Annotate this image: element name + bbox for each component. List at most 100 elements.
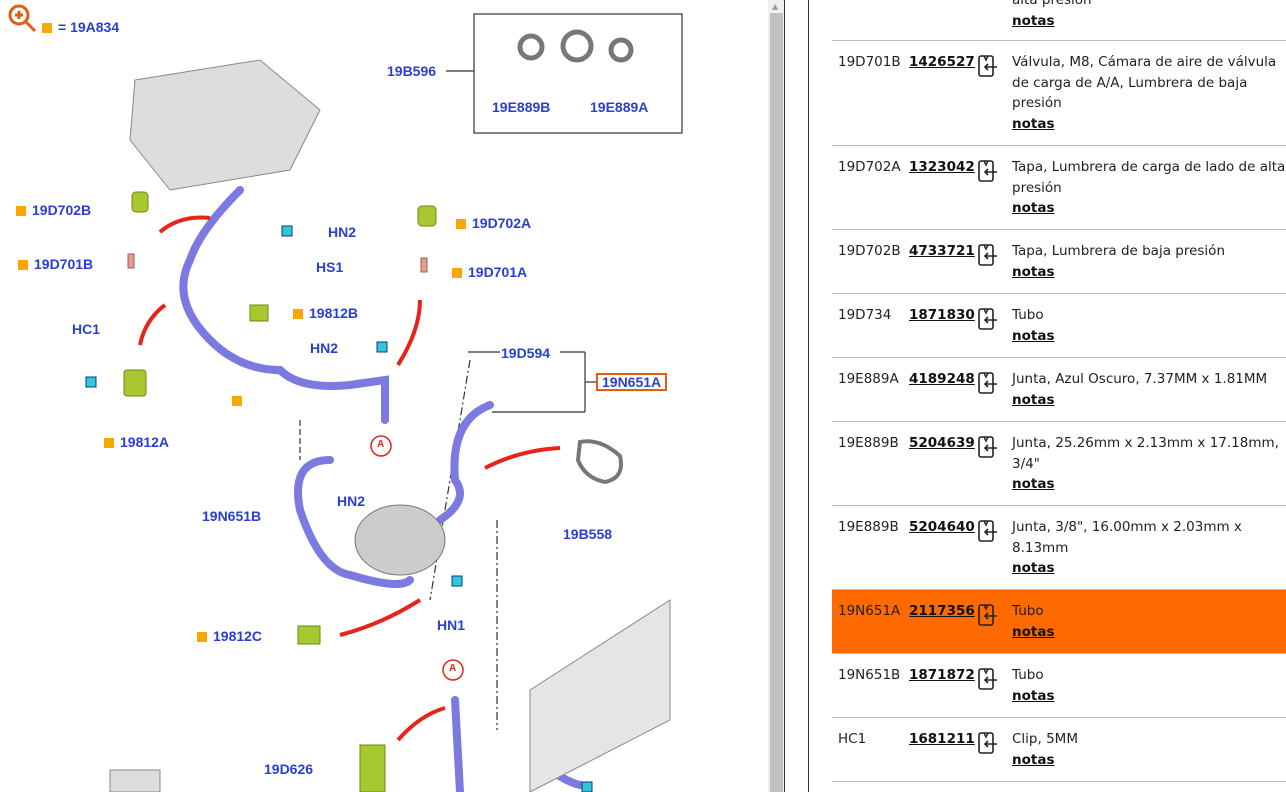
- add-to-list-icon[interactable]: [977, 306, 999, 332]
- part-description: Tapa, Lumbrera de carga de lado de alta …: [1012, 159, 1286, 196]
- part-reference: 19E889B: [838, 519, 899, 535]
- part-row[interactable]: 19D701B 1426527 Válvula, M8, Cámara de a…: [832, 41, 1286, 146]
- part-row[interactable]: 19D702A 1323042 Tapa, Lumbrera de carga …: [832, 146, 1286, 230]
- add-to-list-icon[interactable]: [977, 242, 999, 268]
- callout-19B596[interactable]: 19B596: [387, 63, 437, 79]
- marker-icon: [18, 260, 28, 270]
- callout-HN2[interactable]: HN2: [328, 224, 357, 240]
- callout-19812A[interactable]: 19812A: [104, 434, 169, 450]
- callout-19N651A-highlighted[interactable]: 19N651A: [596, 373, 668, 391]
- part-row[interactable]: 19D734 1871830 Tubo notas: [832, 294, 1286, 358]
- marker-icon: [42, 23, 52, 33]
- callout-19D702B[interactable]: 19D702B: [16, 202, 91, 218]
- seal-kit-box: [473, 13, 683, 134]
- part-reference: 19D734: [838, 307, 892, 323]
- part-description: Válvula, M8, Cámara de aire de válvula d…: [1012, 54, 1277, 111]
- add-to-list-icon[interactable]: [977, 53, 999, 79]
- callout-HN2[interactable]: HN2: [337, 493, 366, 509]
- zoom-icon[interactable]: [6, 3, 36, 33]
- add-to-list-icon[interactable]: [977, 434, 999, 460]
- part-reference: 19E889B: [838, 435, 899, 451]
- notes-link[interactable]: notas: [1012, 391, 1055, 408]
- notes-link[interactable]: notas: [1012, 12, 1055, 29]
- callout-HS1[interactable]: HS1: [316, 259, 344, 275]
- diagram-scrollbar[interactable]: ▲: [768, 0, 785, 792]
- panel-divider: [808, 0, 809, 792]
- marker-icon: [232, 396, 242, 406]
- add-to-list-icon[interactable]: [977, 666, 999, 692]
- callout-19E889A[interactable]: 19E889A: [590, 99, 649, 115]
- callout-19D702A[interactable]: 19D702A: [456, 215, 531, 231]
- notes-link[interactable]: notas: [1012, 200, 1055, 216]
- callout-19D626[interactable]: 19D626: [264, 761, 314, 777]
- parts-diagram: = 19A834 19B596 19E889B 19E889A 19D702B …: [6, 3, 683, 792]
- part-number-link[interactable]: 2117356: [909, 603, 975, 619]
- notes-link[interactable]: notas: [1012, 623, 1055, 640]
- notes-link[interactable]: notas: [1012, 560, 1055, 576]
- marker-icon: [456, 219, 466, 229]
- notes-link[interactable]: notas: [1012, 476, 1055, 492]
- add-to-list-icon[interactable]: [977, 730, 999, 756]
- part-number-link[interactable]: 1871872: [909, 667, 975, 683]
- part-description: Tubo: [1012, 307, 1044, 323]
- marker-icon: [16, 206, 26, 216]
- connector-a: A: [449, 663, 457, 674]
- marker-icon: [293, 309, 303, 319]
- part-number-link[interactable]: 5204640: [909, 519, 975, 535]
- callout-19E889B[interactable]: 19E889B: [492, 99, 551, 115]
- part-description: Junta, 25.26mm x 2.13mm x 17.18mm, 3/4": [1012, 435, 1279, 472]
- part-row[interactable]: alta presión notas: [832, 0, 1286, 41]
- notes-link[interactable]: notas: [1012, 751, 1055, 768]
- marker-icon: [197, 632, 207, 642]
- part-row[interactable]: 19E889B 5204640 Junta, 3/8", 16.00mm x 2…: [832, 506, 1286, 590]
- callout-19B558[interactable]: 19B558: [563, 526, 613, 542]
- part-reference: 19N651A: [838, 603, 901, 619]
- callout-19812B[interactable]: 19812B: [293, 305, 358, 321]
- part-number-link[interactable]: 1426527: [909, 54, 975, 70]
- callout-19812C[interactable]: 19812C: [197, 628, 262, 644]
- part-row[interactable]: 19E889B 5204639 Junta, 25.26mm x 2.13mm …: [832, 422, 1286, 506]
- notes-link[interactable]: notas: [1012, 263, 1055, 280]
- add-to-list-icon[interactable]: [977, 602, 999, 628]
- notes-link[interactable]: notas: [1012, 687, 1055, 704]
- part-number-link[interactable]: 5204639: [909, 435, 975, 451]
- part-description: Junta, 3/8", 16.00mm x 2.03mm x 8.13mm: [1012, 519, 1242, 556]
- diagram-drawing: [8, 4, 683, 792]
- scroll-up-arrow-icon[interactable]: ▲: [772, 2, 779, 11]
- callout-HN2[interactable]: HN2: [310, 340, 339, 356]
- part-row[interactable]: 19N651A 2117356 Tubo notas: [832, 590, 1286, 654]
- part-description: Junta, Azul Oscuro, 7.37MM x 1.81MM: [1012, 371, 1268, 387]
- part-reference: 19D701B: [838, 54, 901, 70]
- part-description: alta presión: [1012, 0, 1092, 8]
- part-reference: 19D702B: [838, 243, 901, 259]
- callout-19N651B[interactable]: 19N651B: [202, 508, 262, 524]
- legend-text: = 19A834: [58, 19, 120, 35]
- part-number-link[interactable]: 1681211: [909, 731, 975, 747]
- scroll-thumb[interactable]: [770, 13, 783, 792]
- part-row[interactable]: 19N651B 1871872 Tubo notas: [832, 654, 1286, 718]
- add-to-list-icon[interactable]: [977, 518, 999, 544]
- part-number-link[interactable]: 1323042: [909, 159, 975, 175]
- part-description: Tubo: [1012, 667, 1044, 683]
- part-number-link[interactable]: 1871830: [909, 307, 975, 323]
- add-to-list-icon[interactable]: [977, 370, 999, 396]
- callout-19D701B[interactable]: 19D701B: [18, 256, 93, 272]
- callout-19D594[interactable]: 19D594: [501, 345, 551, 361]
- callout-HC1[interactable]: HC1: [72, 321, 101, 337]
- part-number-link[interactable]: 4733721: [909, 243, 975, 259]
- marker-icon: [452, 268, 462, 278]
- add-to-list-icon[interactable]: [977, 158, 999, 184]
- notes-link[interactable]: notas: [1012, 327, 1055, 344]
- marker-icon: [104, 438, 114, 448]
- part-row[interactable]: 19D702B 4733721 Tapa, Lumbrera de baja p…: [832, 230, 1286, 294]
- part-row[interactable]: 19E889A 4189248 Junta, Azul Oscuro, 7.37…: [832, 358, 1286, 422]
- part-description: Tubo: [1012, 603, 1044, 619]
- callout-HN1[interactable]: HN1: [437, 617, 466, 633]
- part-reference: HC1: [838, 731, 867, 747]
- notes-link[interactable]: notas: [1012, 115, 1055, 132]
- part-reference: 19E889A: [838, 371, 899, 387]
- part-number-link[interactable]: 4189248: [909, 371, 975, 387]
- callout-19D701A[interactable]: 19D701A: [452, 264, 527, 280]
- part-reference: 19N651B: [838, 667, 901, 683]
